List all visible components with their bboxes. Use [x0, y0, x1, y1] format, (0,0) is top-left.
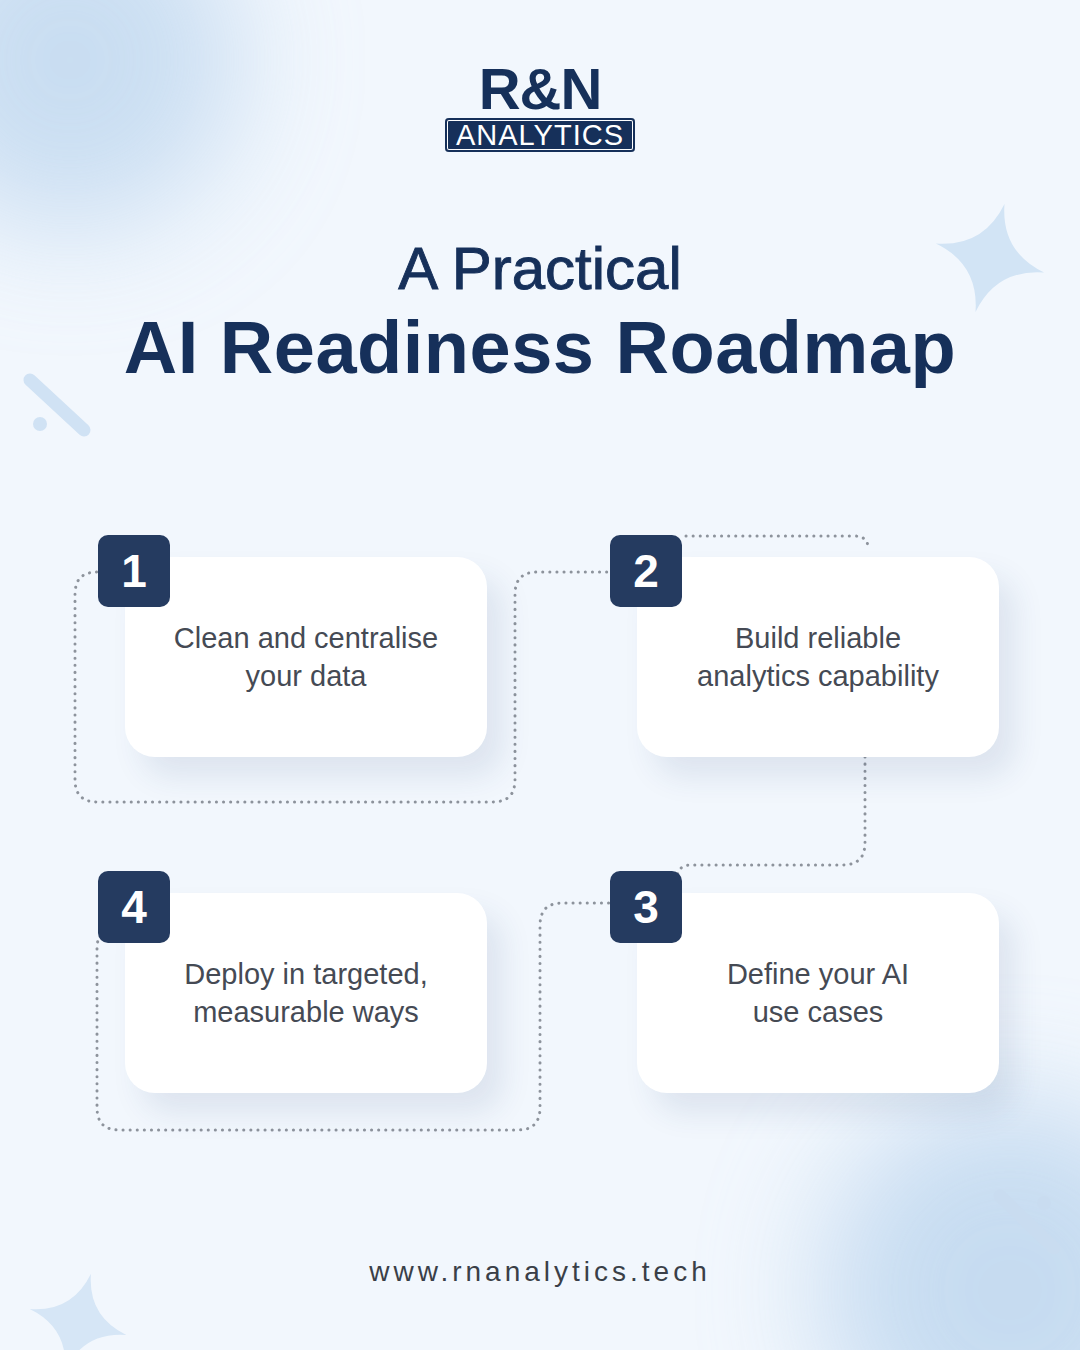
step-label: Clean and centralise your data	[161, 619, 451, 695]
step-card: 1Clean and centralise your data	[125, 557, 487, 757]
step-number: 4	[121, 881, 147, 933]
step-number: 3	[633, 881, 659, 933]
dotted-connector	[677, 757, 865, 893]
logo-subtitle: ANALYTICS	[445, 118, 635, 152]
step-card: 3Define your AI use cases	[637, 893, 999, 1093]
sparkle-decoration	[921, 189, 1058, 326]
step-number: 2	[633, 545, 659, 597]
slash-decoration	[1000, 1196, 1054, 1248]
step-badge: 3	[610, 871, 682, 943]
step-label: Deploy in targeted, measurable ways	[161, 955, 451, 1031]
dot-decoration	[1037, 1196, 1051, 1210]
title-kicker: A Practical	[0, 238, 1080, 300]
step-badge: 4	[98, 871, 170, 943]
step-label: Build reliable analytics capability	[687, 619, 949, 695]
dotted-decoration	[686, 536, 868, 548]
logo-wordmark: R&N	[0, 59, 1080, 119]
step-card: 4Deploy in targeted, measurable ways	[125, 893, 487, 1093]
background-glow	[820, 1100, 1080, 1350]
dot-decoration	[33, 417, 47, 431]
step-label: Define your AI use cases	[711, 955, 926, 1031]
step-badge: 2	[610, 535, 682, 607]
diagram-title: AI Readiness Roadmap	[0, 310, 1080, 386]
step-number: 1	[121, 545, 147, 597]
sparkle-decoration	[17, 1261, 139, 1350]
background-glow	[0, 0, 240, 230]
slash-decoration	[30, 380, 84, 430]
step-card: 2Build reliable analytics capability	[637, 557, 999, 757]
step-badge: 1	[98, 535, 170, 607]
website-url: www.rnanalytics.tech	[0, 1254, 1080, 1290]
